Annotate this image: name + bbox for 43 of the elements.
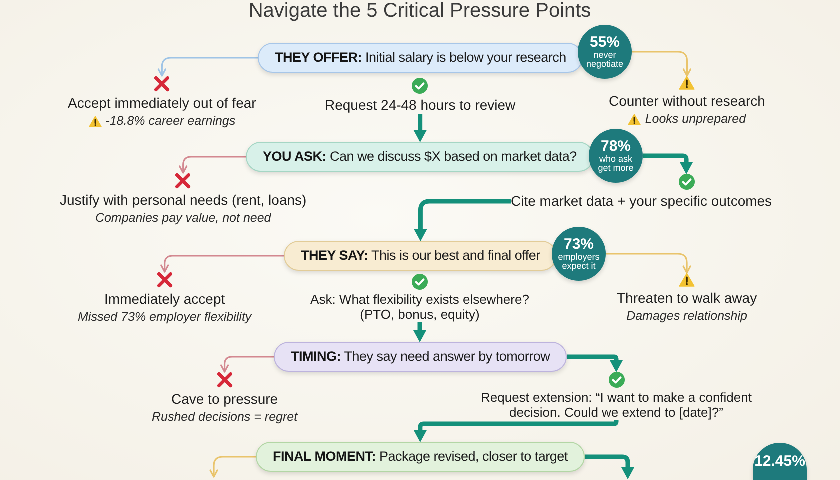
branch-arrow xyxy=(179,156,246,174)
option-text: Threaten to walk away xyxy=(617,290,758,307)
consequence-note: Looks unprepared xyxy=(645,111,746,128)
stat-value: 12.45% xyxy=(754,454,806,470)
stat-value: 78% xyxy=(600,138,632,154)
flow-arrow xyxy=(584,454,634,480)
branch-arrow xyxy=(632,51,692,77)
option-text: Ask: What flexibility exists elsewhere? (PTO, bonus, equity) xyxy=(310,292,530,322)
stat-caption: never negotiate xyxy=(585,50,625,70)
step-box: FINAL MOMENT: Package revised, closer to target xyxy=(256,442,585,472)
flow-arrow xyxy=(643,154,694,174)
stat-circle xyxy=(578,25,632,79)
option-text: Counter without research xyxy=(609,93,766,110)
option-text: Cave to pressure xyxy=(171,391,278,408)
option-text: Immediately accept xyxy=(104,291,226,308)
stat-value: 73% xyxy=(564,236,594,252)
stat-circle xyxy=(552,227,606,281)
option-text: Request extension: “I want to make a confident decision. Could we extend to [date]?” xyxy=(480,390,753,420)
branch-arrow xyxy=(160,255,284,273)
consequence-note: Missed 73% employer flexibility xyxy=(78,309,252,326)
consequence-note: -18.8% career earnings xyxy=(106,113,236,130)
branch-arrow xyxy=(210,456,256,478)
consequence-note: Companies pay value, not need xyxy=(95,210,272,227)
option-text: Justify with personal needs (rent, loans) xyxy=(60,192,307,209)
flow-arrow xyxy=(567,354,623,372)
consequence-note: Rushed decisions = regret xyxy=(152,409,298,426)
option-text: Cite market data + your specific outcomes xyxy=(511,193,772,210)
step-box: THEY OFFER: Initial salary is below your research xyxy=(258,43,584,73)
flow-arrow xyxy=(414,322,426,342)
option-text: Accept immediately out of fear xyxy=(68,95,256,112)
option-text: Request 24-48 hours to review xyxy=(325,97,516,114)
branch-arrow xyxy=(606,253,692,274)
flow-arrow xyxy=(414,199,511,242)
flow-arrow xyxy=(414,114,427,142)
stat-circle xyxy=(589,129,643,183)
step-box: TIMING: They say need answer by tomorrow xyxy=(274,342,568,372)
stat-value: 55% xyxy=(590,34,620,50)
stat-caption: who ask get more xyxy=(597,154,635,174)
branch-arrow xyxy=(220,356,274,373)
diagram-title: Navigate the 5 Critical Pressure Points xyxy=(248,0,592,22)
branch-arrow xyxy=(158,57,258,77)
stat-caption: employers expect it xyxy=(557,252,601,272)
consequence-note: Damages relationship xyxy=(626,308,748,325)
